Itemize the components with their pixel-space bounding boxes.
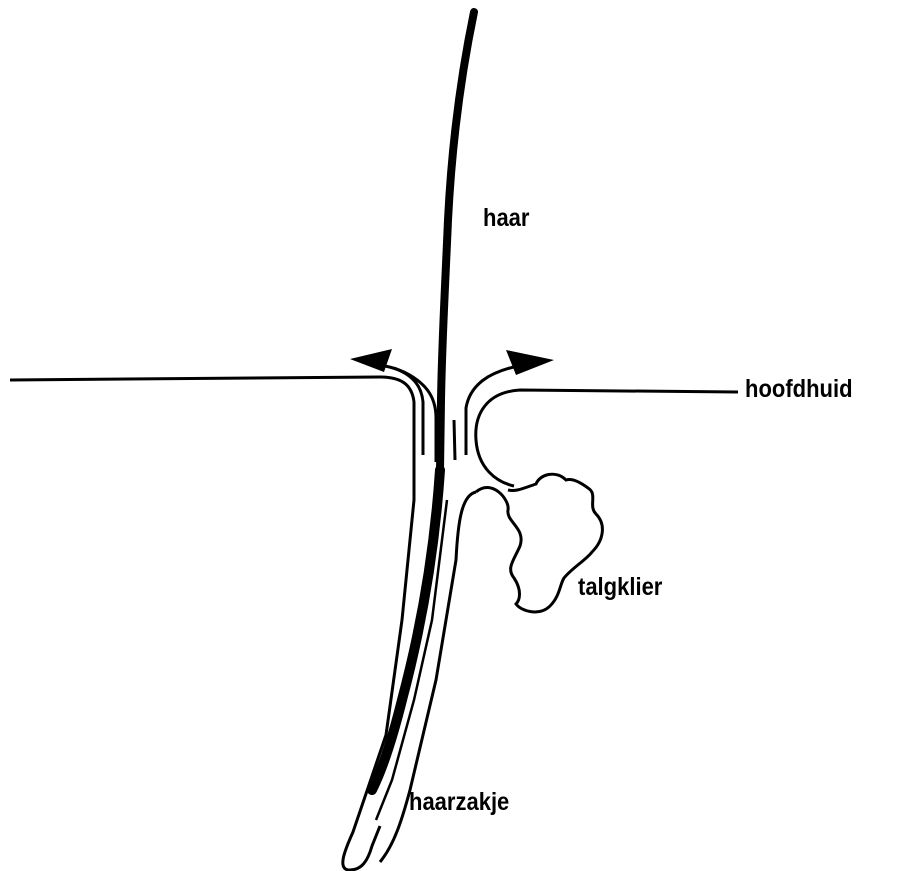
arrow-head-left-icon bbox=[350, 349, 392, 372]
arrow-head-right-icon bbox=[506, 350, 554, 375]
label-sebaceous-gland: talgklier bbox=[578, 575, 662, 600]
label-scalp: hoofdhuid bbox=[745, 377, 853, 402]
label-hair: haar bbox=[483, 206, 529, 231]
label-hair-follicle: haarzakje bbox=[409, 790, 509, 815]
scalp-line-left bbox=[10, 377, 414, 870]
scalp-line-right bbox=[476, 390, 738, 486]
